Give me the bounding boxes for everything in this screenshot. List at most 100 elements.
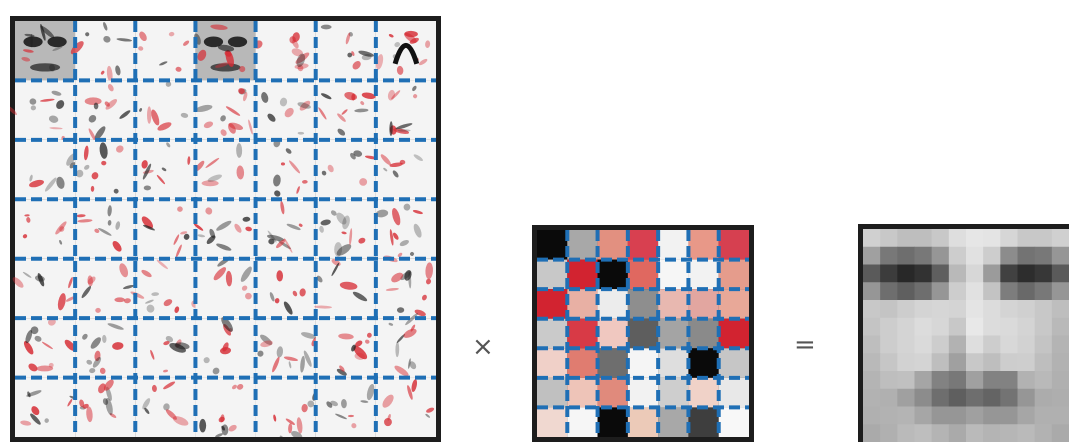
basis-atom <box>316 318 376 377</box>
face-pixel <box>1052 300 1069 318</box>
face-pixel <box>983 229 1001 247</box>
face-pixel <box>897 407 915 425</box>
face-pixel <box>983 265 1001 283</box>
coefficient-cell <box>628 319 658 349</box>
face-pixel <box>897 424 915 442</box>
coefficient-cell <box>567 407 597 437</box>
face-pixel <box>966 424 984 442</box>
face-pixel <box>1018 318 1036 336</box>
face-pixel <box>1052 247 1069 265</box>
face-pixel <box>949 424 967 442</box>
coefficient-cell <box>719 289 749 319</box>
face-pixel <box>863 300 881 318</box>
face-pixel <box>1018 282 1036 300</box>
coefficient-cell <box>719 319 749 349</box>
face-pixel <box>1018 265 1036 283</box>
basis-atom <box>256 378 320 442</box>
face-pixel <box>1000 353 1018 371</box>
basis-atom <box>376 140 436 199</box>
face-pixel <box>880 336 898 354</box>
face-pixel <box>1000 371 1018 389</box>
face-pixel <box>897 389 915 407</box>
face-pixel <box>897 282 915 300</box>
face-pixel <box>949 353 967 371</box>
basis-atom <box>75 318 135 377</box>
face-pixel <box>1000 336 1018 354</box>
face-pixel <box>966 407 984 425</box>
face-pixel <box>949 282 967 300</box>
coefficient-cell <box>628 230 658 260</box>
face-pixel <box>949 389 967 407</box>
face-pixel <box>915 247 933 265</box>
face-pixel <box>966 247 984 265</box>
face-pixel <box>863 282 881 300</box>
basis-atom <box>316 21 376 80</box>
face-pixel <box>897 247 915 265</box>
coefficient-cell <box>658 378 688 408</box>
basis-atom <box>135 80 195 139</box>
coefficient-cell <box>628 378 658 408</box>
face-pixel <box>897 318 915 336</box>
face-pixel <box>932 407 950 425</box>
coefficient-cell <box>598 378 628 408</box>
face-pixel <box>966 336 984 354</box>
coefficient-cell <box>628 407 658 437</box>
face-pixel <box>1035 407 1053 425</box>
basis-atom <box>135 199 195 258</box>
face-pixel <box>915 389 933 407</box>
face-pixel <box>949 229 967 247</box>
face-pixel <box>1000 407 1018 425</box>
face-pixel <box>1052 229 1069 247</box>
face-pixel <box>983 371 1001 389</box>
face-pixel <box>1052 407 1069 425</box>
face-pixel <box>1018 300 1036 318</box>
basis-atom <box>75 140 136 199</box>
face-pixel <box>966 229 984 247</box>
face-pixel <box>1000 389 1018 407</box>
basis-atom <box>252 21 316 80</box>
face-pixel <box>966 300 984 318</box>
coefficient-cell <box>567 319 597 349</box>
basis-atom <box>193 199 255 258</box>
basis-atom <box>75 259 135 318</box>
face-pixel <box>1018 407 1036 425</box>
face-pixel <box>897 265 915 283</box>
coefficient-cell <box>658 260 688 290</box>
face-pixel <box>932 229 950 247</box>
face-pixel <box>966 265 984 283</box>
basis-atom <box>256 80 316 139</box>
basis-atoms-grid <box>10 16 441 442</box>
coefficient-cell <box>537 378 567 408</box>
basis-atom <box>69 21 136 82</box>
coefficient-cell <box>688 407 718 437</box>
coefficient-cell <box>688 289 718 319</box>
face-pixel <box>863 353 881 371</box>
face-pixel <box>1052 389 1069 407</box>
face-pixel <box>983 318 1001 336</box>
basis-atom <box>316 378 376 437</box>
coefficient-cell <box>567 378 597 408</box>
face-pixel <box>915 336 933 354</box>
face-pixel <box>1000 424 1018 442</box>
face-pixel <box>932 247 950 265</box>
face-pixel <box>1035 247 1053 265</box>
face-pixel <box>1000 300 1018 318</box>
basis-atom <box>194 140 256 199</box>
face-pixel <box>983 300 1001 318</box>
face-pixel <box>1035 336 1053 354</box>
basis-atom <box>376 254 436 318</box>
basis-atom <box>75 199 135 258</box>
coefficient-cell <box>537 319 567 349</box>
coefficient-cell <box>719 260 749 290</box>
face-pixel <box>966 318 984 336</box>
face-pixel <box>949 407 967 425</box>
face-pixel <box>1052 424 1069 442</box>
coefficient-cell <box>537 348 567 378</box>
basis-atom <box>15 140 78 199</box>
basis-atom <box>256 138 316 199</box>
coefficient-cell <box>567 348 597 378</box>
face-pixel <box>1035 318 1053 336</box>
basis-atom <box>375 199 436 258</box>
face-pixel <box>915 424 933 442</box>
face-pixel <box>949 336 967 354</box>
